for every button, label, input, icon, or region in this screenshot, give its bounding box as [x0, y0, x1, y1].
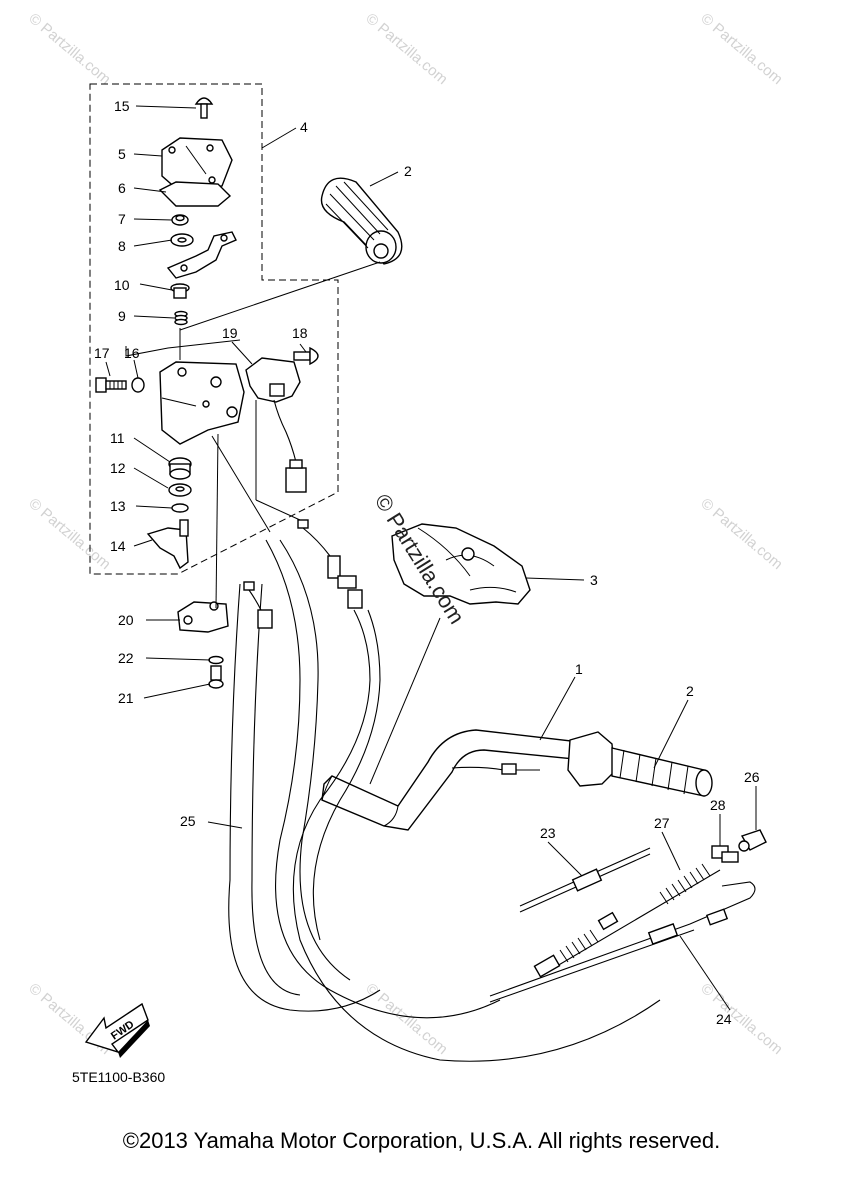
watermark: © Partzilla.com	[697, 10, 785, 88]
callout-24: 24	[716, 1011, 732, 1027]
callout-21: 21	[118, 690, 134, 706]
part-22-washer	[208, 655, 224, 665]
cable-end-left	[243, 581, 273, 629]
part-28-fitting	[711, 845, 739, 863]
callout-1: 1	[575, 661, 583, 677]
callout-27: 27	[654, 815, 670, 831]
callout-9: 9	[118, 308, 126, 324]
callout-4: 4	[300, 119, 308, 135]
callout-20: 20	[118, 612, 134, 628]
part-5-cover	[161, 137, 233, 191]
diagram-code: 5TE1100-B360	[72, 1069, 165, 1085]
callout-23: 23	[540, 825, 556, 841]
watermark: © Partzilla.com	[697, 980, 785, 1058]
callout-6: 6	[118, 180, 126, 196]
callout-12: 12	[110, 460, 126, 476]
part-19-connector	[285, 467, 307, 493]
assembly-4-outline	[89, 83, 339, 575]
watermark: © Partzilla.com	[697, 495, 785, 573]
part-18-screw	[293, 346, 319, 366]
part-11-collar	[168, 457, 192, 480]
part-16-nut	[131, 377, 145, 393]
part-17-bolt	[95, 377, 127, 393]
part-throttle-housing	[567, 731, 615, 787]
part-9-spring	[174, 310, 188, 326]
watermark: © Partzilla.com	[25, 495, 113, 573]
part-27-spring	[533, 863, 721, 978]
callout-22: 22	[118, 650, 134, 666]
part-23-cable	[519, 847, 651, 913]
callout-18: 18	[292, 325, 308, 341]
callout-2-upper: 2	[404, 163, 412, 179]
callout-7: 7	[118, 211, 126, 227]
part-25-cable-loop	[228, 583, 381, 1012]
cable-end-upper	[297, 519, 363, 609]
watermark: © Partzilla.com	[362, 980, 450, 1058]
callout-10: 10	[114, 277, 130, 293]
part-26-adjuster	[738, 829, 767, 852]
callout-28: 28	[710, 797, 726, 813]
parts-diagram: © Partzilla.com © Partzilla.com © Partzi…	[25, 10, 785, 1085]
part-16-housing	[159, 361, 245, 445]
watermark: © Partzilla.com	[25, 10, 113, 88]
part-6-gasket	[158, 181, 232, 207]
part-24-cable	[489, 881, 756, 1003]
callout-25: 25	[180, 813, 196, 829]
callout-3: 3	[590, 572, 598, 588]
callout-26: 26	[744, 769, 760, 785]
part-19-switch	[245, 357, 301, 403]
copyright-notice: ©2013 Yamaha Motor Corporation, U.S.A. A…	[122, 1128, 721, 1153]
callout-11: 11	[110, 430, 125, 446]
part-1-handlebar	[321, 729, 585, 831]
leader-lines	[105, 105, 757, 1011]
part-2-grip-upper	[320, 177, 403, 265]
callout-13: 13	[110, 498, 126, 514]
callout-17: 17	[94, 345, 110, 361]
part-14-lever	[146, 527, 189, 570]
callout-15: 15	[114, 98, 130, 114]
callout-5: 5	[118, 146, 126, 162]
part-10-collar	[170, 283, 190, 299]
part-13-ring	[171, 503, 189, 513]
callout-16: 16	[124, 345, 140, 361]
callout-8: 8	[118, 238, 126, 254]
part-15-screw	[194, 97, 214, 119]
callout-14: 14	[110, 538, 126, 554]
callout-2-lower: 2	[686, 683, 694, 699]
callout-labels: 15 4 5 6 2 7 8 10 9 19 18 17 16 11 12 13…	[94, 98, 760, 1027]
part-2-grip-lower	[611, 747, 713, 797]
callout-19: 19	[222, 325, 238, 341]
watermark: © Partzilla.com	[362, 10, 450, 88]
part-21-bolt	[208, 665, 224, 689]
